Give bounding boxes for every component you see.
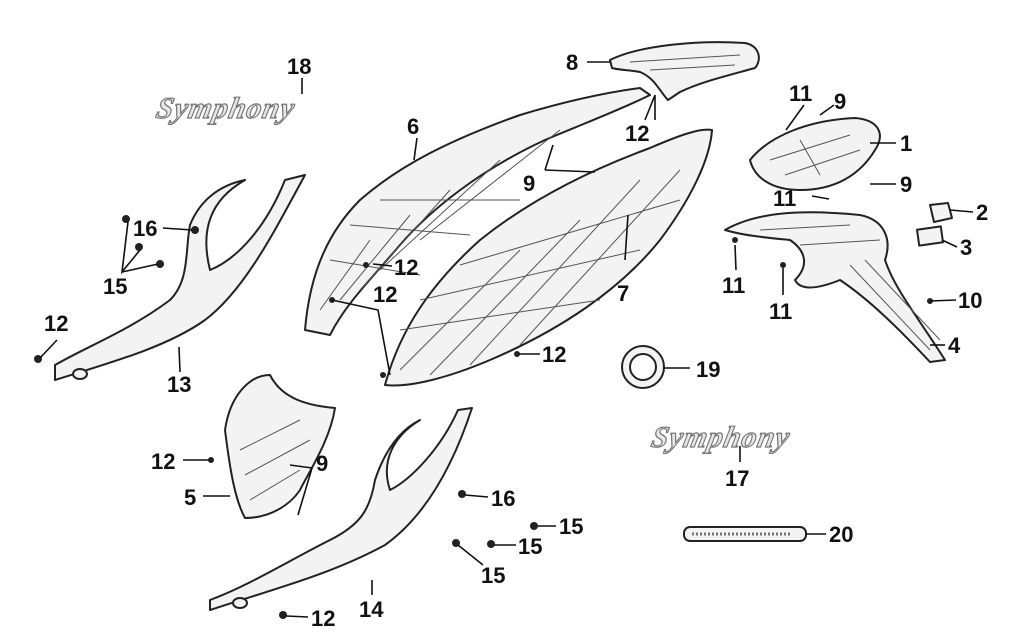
emblem-logo-bottom: Symphony	[649, 420, 794, 454]
callout-9b: 9	[834, 89, 846, 114]
strip-part-20	[683, 526, 807, 542]
leader-lines	[39, 61, 974, 618]
callout-2: 2	[976, 200, 988, 225]
callout-18: 18	[287, 54, 311, 79]
callout-20: 20	[829, 522, 853, 547]
grab-rail-part-8	[609, 41, 760, 101]
callout-11c: 11	[722, 273, 745, 298]
callout-15c: 15	[518, 534, 542, 559]
callout-12g: 12	[311, 606, 335, 631]
callout-15d: 15	[481, 563, 505, 588]
body-cover-part-7	[384, 128, 713, 387]
callout-8: 8	[566, 50, 578, 75]
callout-9d: 9	[316, 451, 328, 476]
callout-13: 13	[167, 372, 191, 397]
callout-3: 3	[960, 235, 972, 260]
rear-fender-part-4	[724, 211, 946, 363]
grommet-part-19	[621, 345, 665, 389]
callout-6: 6	[407, 114, 419, 139]
callout-11b: 11	[773, 186, 796, 211]
callout-12f: 12	[151, 449, 175, 474]
callout-1: 1	[900, 131, 912, 156]
callout-7: 7	[617, 281, 629, 306]
emblem-part-17: Symphony	[648, 420, 794, 455]
callout-14: 14	[359, 597, 384, 622]
side-cover-part-14	[209, 407, 473, 611]
callout-15b: 15	[559, 514, 583, 539]
callout-9a: 9	[523, 171, 535, 196]
callout-11a: 11	[789, 81, 812, 106]
callout-19: 19	[696, 357, 720, 382]
body-cover-part-6	[304, 87, 651, 336]
emblem-logo-top: Symphony	[153, 91, 298, 125]
callout-4: 4	[948, 333, 961, 358]
callout-12c: 12	[373, 282, 397, 307]
callout-5: 5	[184, 485, 196, 510]
clip-part-2	[929, 202, 953, 223]
callout-16a: 16	[133, 216, 157, 241]
callout-9c: 9	[900, 172, 912, 197]
callout-12b: 12	[394, 255, 418, 280]
rear-carrier-part-1	[749, 117, 881, 191]
callout-10: 10	[958, 288, 982, 313]
emblem-part-18: Symphony	[153, 91, 299, 126]
callout-16b: 16	[491, 486, 515, 511]
side-cover-part-13	[54, 174, 306, 381]
callout-11d: 11	[769, 299, 792, 324]
callout-15a: 15	[103, 274, 127, 299]
callout-17: 17	[725, 466, 749, 491]
callout-labels: 18 6 8 12 9 1 11 9 9 11 2 3 10 4 11 11 7…	[44, 50, 988, 631]
center-panel-part-5	[224, 374, 336, 519]
callout-12e: 12	[44, 311, 68, 336]
callout-12a: 12	[625, 121, 649, 146]
callout-12d: 12	[542, 342, 566, 367]
reflector-part-3	[916, 225, 944, 247]
